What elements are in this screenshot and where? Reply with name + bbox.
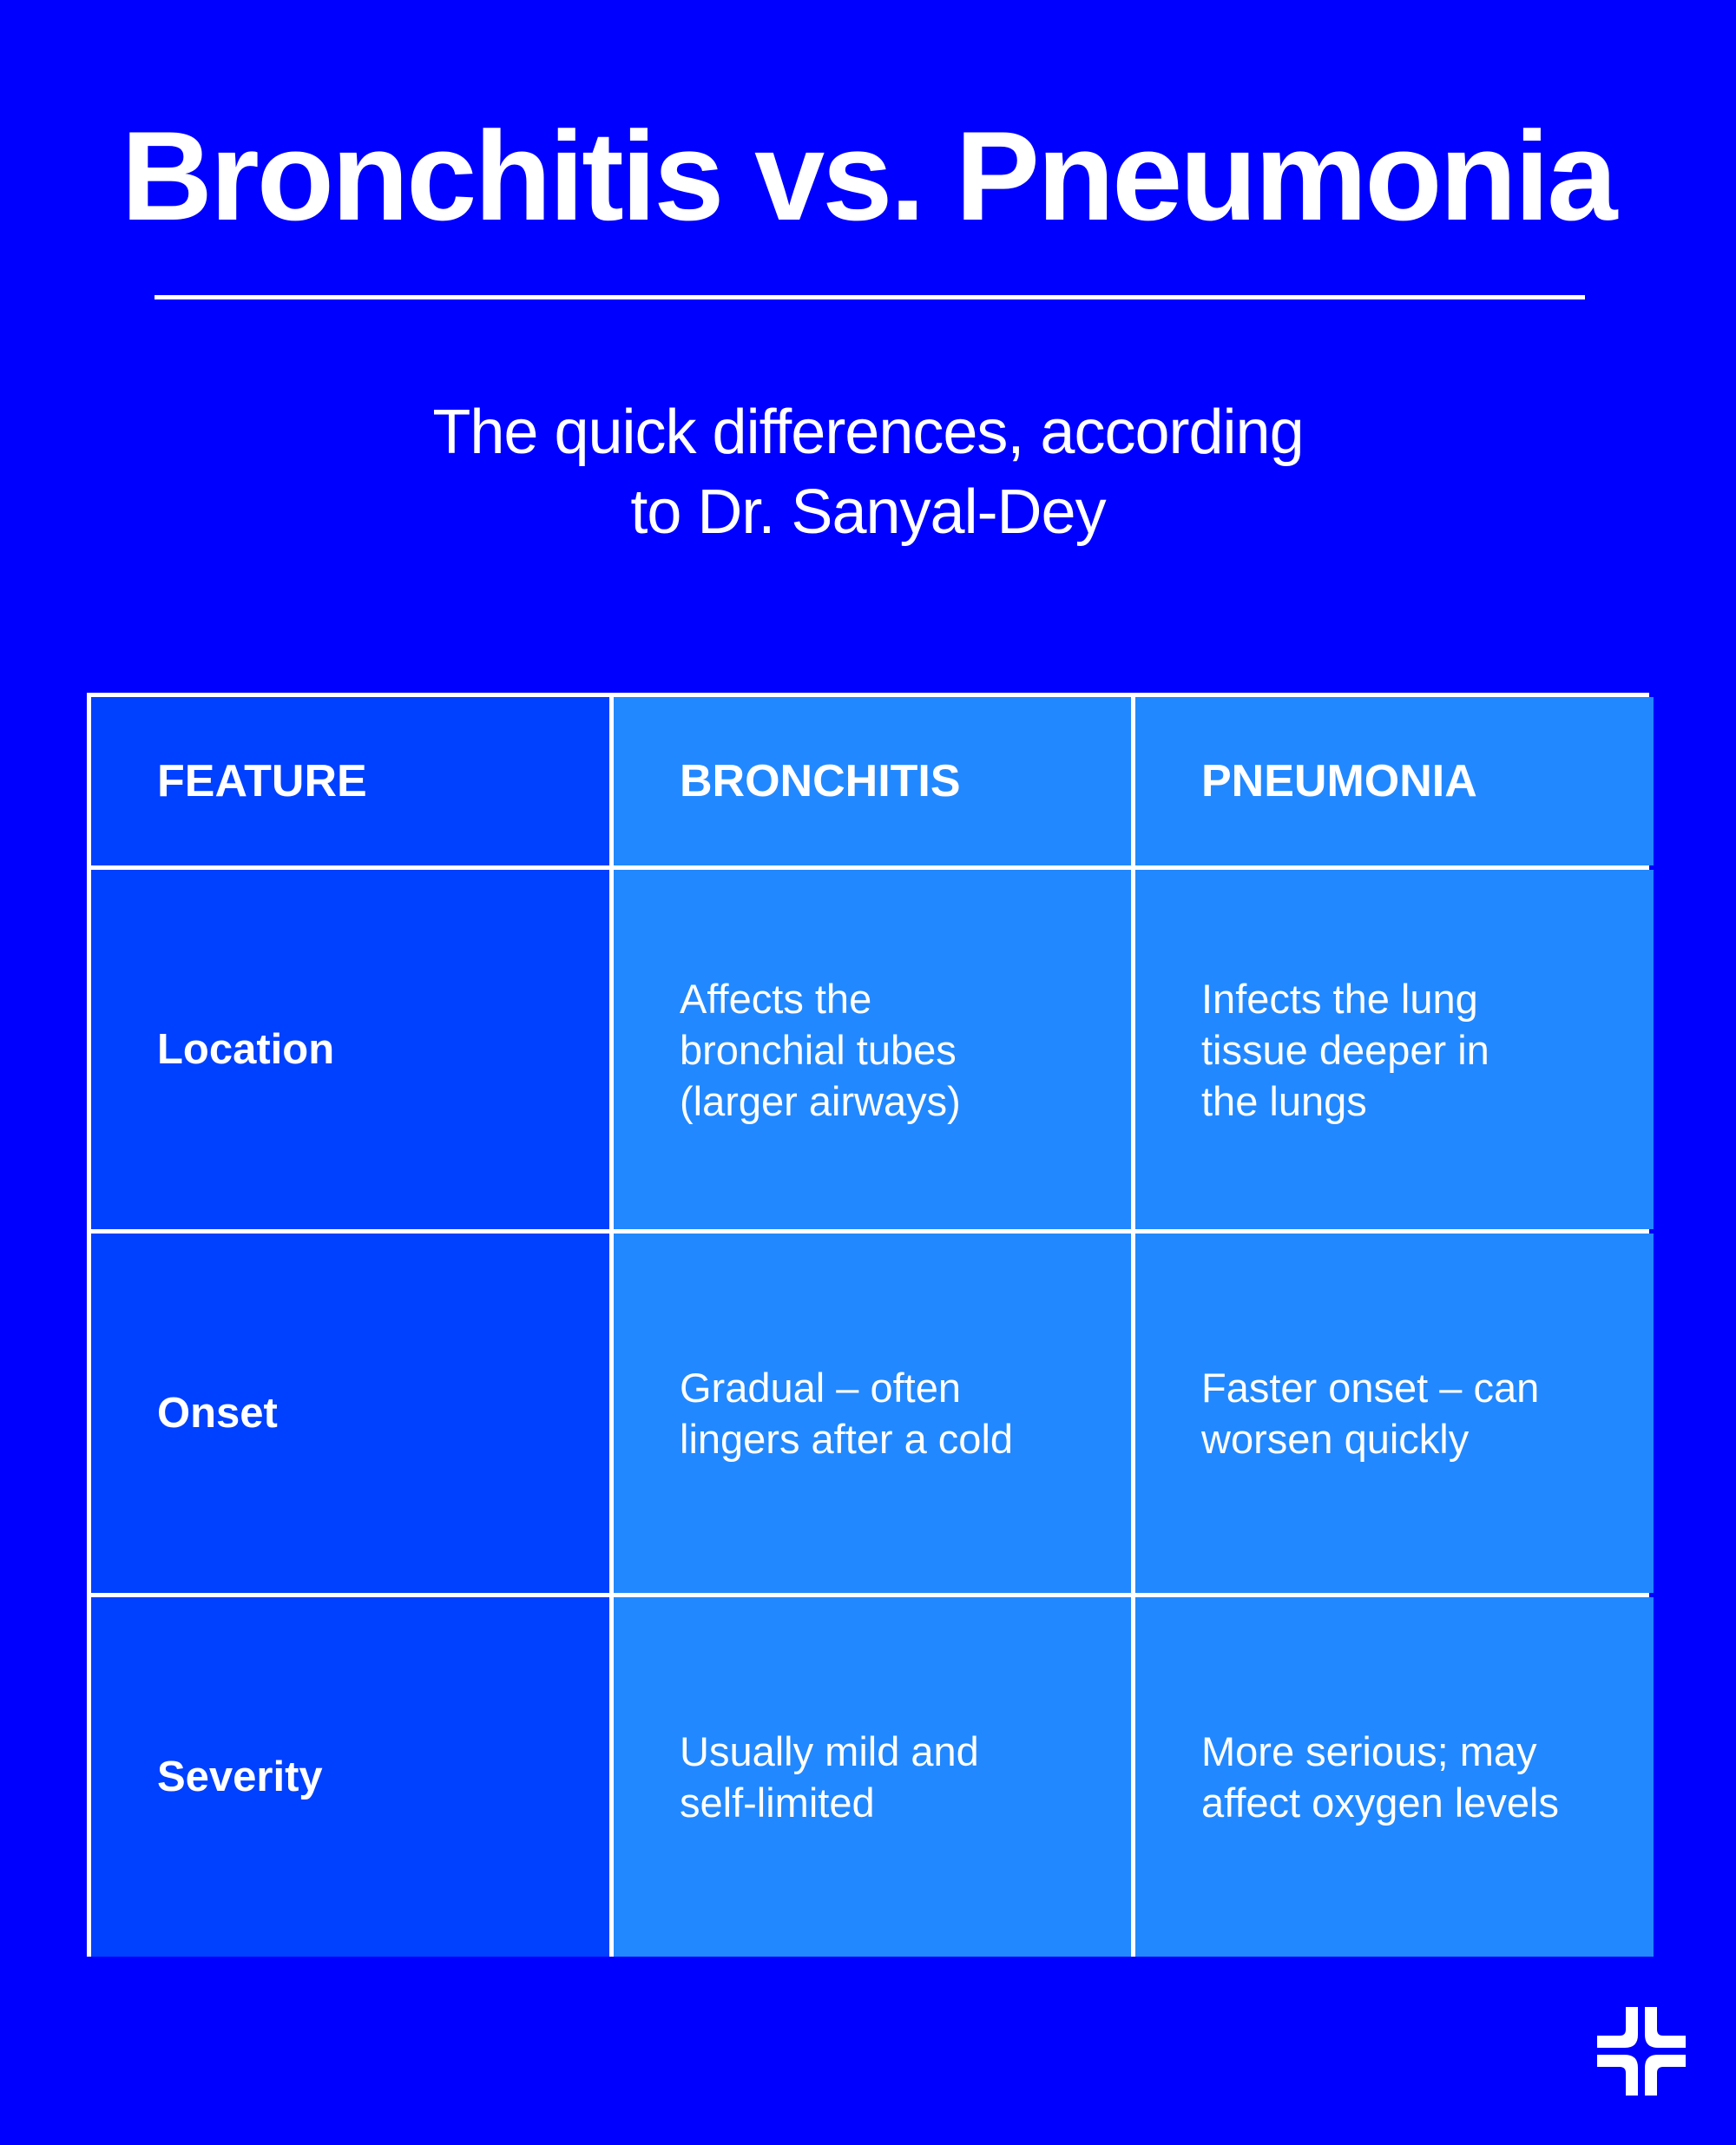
text-line: self-limited [680, 1780, 875, 1826]
page-title: Bronchitis vs. Pneumonia [121, 105, 1618, 247]
text-line: affect oxygen levels [1201, 1780, 1559, 1826]
row-label-severity: Severity [91, 1597, 609, 1957]
title-divider [155, 295, 1585, 299]
text-line: tissue deeper in [1201, 1026, 1489, 1073]
text-line: Affects the [680, 975, 872, 1022]
subtitle-line-1: The quick differences, according [432, 398, 1304, 467]
text-line: lingers after a cold [680, 1416, 1014, 1462]
row-label-location: Location [91, 870, 609, 1229]
subtitle-line-2: to Dr. Sanyal-Dey [630, 477, 1106, 547]
cell-severity-bronchitis: Usually mild and self-limited [614, 1597, 1131, 1957]
text-line: bronchial tubes [680, 1026, 957, 1073]
comparison-table: FEATURE BRONCHITIS PNEUMONIA Location Af… [87, 693, 1654, 1957]
text-line: Gradual – often [680, 1365, 961, 1411]
column-header-bronchitis: BRONCHITIS [614, 697, 1131, 865]
text-line: More serious; may [1201, 1728, 1537, 1774]
text-line: Usually mild and [680, 1728, 979, 1774]
column-header-feature: FEATURE [91, 697, 609, 865]
cell-onset-pneumonia: Faster onset – can worsen quickly [1135, 1234, 1654, 1593]
cell-onset-bronchitis: Gradual – often lingers after a cold [614, 1234, 1131, 1593]
cell-location-bronchitis: Affects the bronchial tubes (larger airw… [614, 870, 1131, 1229]
medical-cross-logo-icon [1597, 2007, 1686, 2096]
column-header-pneumonia: PNEUMONIA [1135, 697, 1654, 865]
text-line: the lungs [1201, 1077, 1367, 1124]
text-line: Faster onset – can [1201, 1365, 1540, 1411]
row-label-onset: Onset [91, 1234, 609, 1593]
text-line: worsen quickly [1201, 1416, 1470, 1462]
text-line: Infects the lung [1201, 975, 1478, 1022]
cell-severity-pneumonia: More serious; may affect oxygen levels [1135, 1597, 1654, 1957]
subtitle: The quick differences, according to Dr. … [0, 392, 1736, 552]
text-line: (larger airways) [680, 1077, 961, 1124]
cell-location-pneumonia: Infects the lung tissue deeper in the lu… [1135, 870, 1654, 1229]
